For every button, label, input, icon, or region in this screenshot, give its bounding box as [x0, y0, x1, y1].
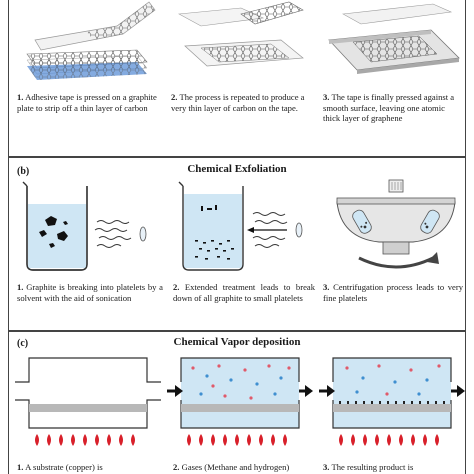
flame-row [35, 434, 135, 446]
cvd-reactor-gas-flow-illustration [167, 357, 313, 446]
panel-mechanical-exfoliation: 1. Adhesive tape is pressed on a graphit… [8, 0, 466, 157]
panel-title-b: Chemical Exfoliation [187, 163, 287, 175]
step-caption-c1: 1. A substrate (copper) is [17, 462, 103, 472]
panel-chemical-exfoliation: (b) Chemical Exfoliation [8, 157, 466, 331]
step-caption-c3: 3. The resulting product is [323, 462, 414, 472]
panel-chemical-vapor-deposition: (c) Chemical Vapor deposition [8, 331, 466, 474]
cvd-reactor-deposition-illustration [319, 357, 465, 446]
cvd-reactor-substrate-illustration [15, 357, 161, 446]
thin-carbon-on-tape-illustration [177, 1, 304, 67]
step-caption-b3: 3. Centrifugation process leads to very … [323, 282, 463, 303]
panel-title-c: Chemical Vapor deposition [173, 336, 301, 348]
tape-on-graphite-illustration [26, 1, 156, 80]
centrifuge-illustration [336, 179, 456, 269]
graphene-on-substrate-illustration [328, 3, 460, 74]
step-caption-a3: 3. The tape is finally pressed against a… [323, 92, 455, 124]
panel-label-c: (c) [17, 338, 29, 349]
step-caption-b1: 1. Graphite is breaking into platelets b… [17, 282, 164, 303]
step-caption-a1: 1. Adhesive tape is pressed on a graphit… [17, 92, 157, 113]
panel-label-b: (b) [17, 166, 30, 177]
step-caption-a2: 2. The process is repeated to produce a … [171, 92, 305, 113]
beaker-sonication-illustration [22, 181, 147, 271]
step-caption-b2: 2. Extended treatment leads to break dow… [173, 282, 315, 303]
step-caption-c2: 2. Gases (Methane and hydrogen) [173, 462, 290, 472]
beaker-extended-treatment-illustration [178, 181, 303, 271]
